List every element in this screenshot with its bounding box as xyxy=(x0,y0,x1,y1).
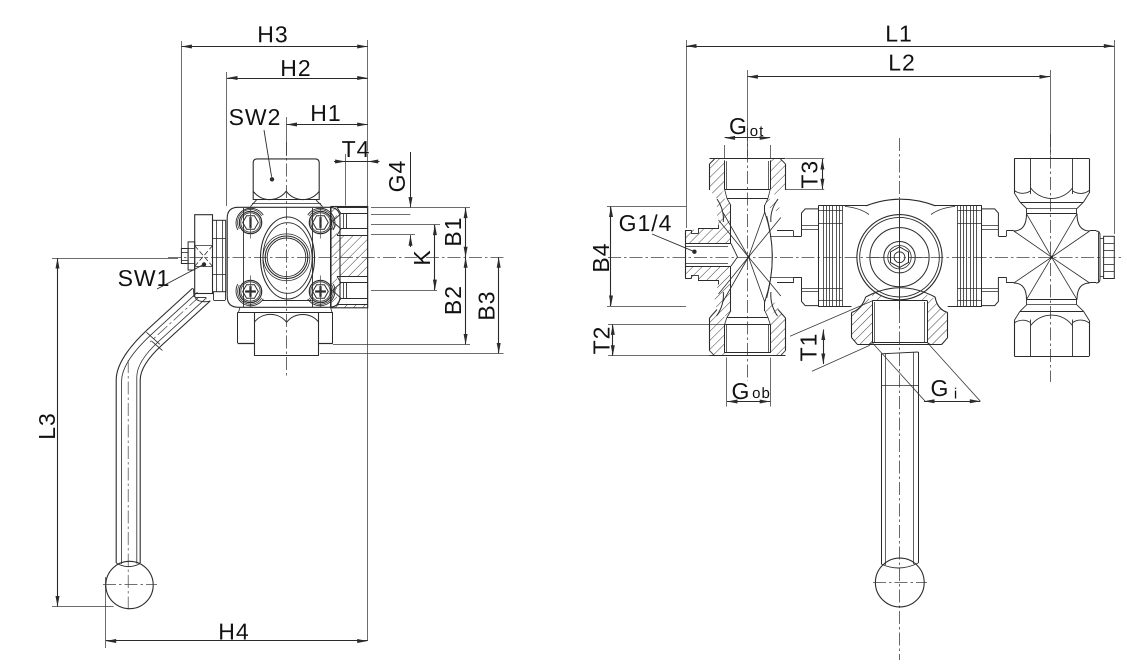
svg-text:G4: G4 xyxy=(384,160,410,193)
svg-text:L2: L2 xyxy=(888,49,916,75)
svg-text:B3: B3 xyxy=(473,290,499,320)
svg-text:G: G xyxy=(729,113,748,139)
svg-text:B1: B1 xyxy=(440,216,466,246)
svg-text:T2: T2 xyxy=(588,326,614,355)
svg-text:ob: ob xyxy=(752,385,771,402)
svg-text:H3: H3 xyxy=(257,21,288,47)
svg-text:H4: H4 xyxy=(218,618,249,644)
svg-text:G: G xyxy=(732,378,751,404)
svg-text:K: K xyxy=(409,249,435,265)
svg-text:B2: B2 xyxy=(440,285,466,315)
svg-text:L1: L1 xyxy=(885,20,913,46)
svg-text:T4: T4 xyxy=(342,136,371,162)
svg-text:i: i xyxy=(954,385,958,402)
svg-text:SW2: SW2 xyxy=(229,104,282,130)
svg-text:H2: H2 xyxy=(280,55,311,81)
svg-text:T3: T3 xyxy=(796,160,822,189)
svg-text:SW1: SW1 xyxy=(118,265,171,291)
svg-text:T1: T1 xyxy=(795,333,821,362)
svg-text:H1: H1 xyxy=(310,100,341,126)
svg-text:G: G xyxy=(931,375,950,401)
svg-text:ot: ot xyxy=(750,123,765,140)
svg-text:L3: L3 xyxy=(34,412,60,440)
svg-text:G1/4: G1/4 xyxy=(619,210,673,236)
svg-text:B4: B4 xyxy=(588,242,614,272)
